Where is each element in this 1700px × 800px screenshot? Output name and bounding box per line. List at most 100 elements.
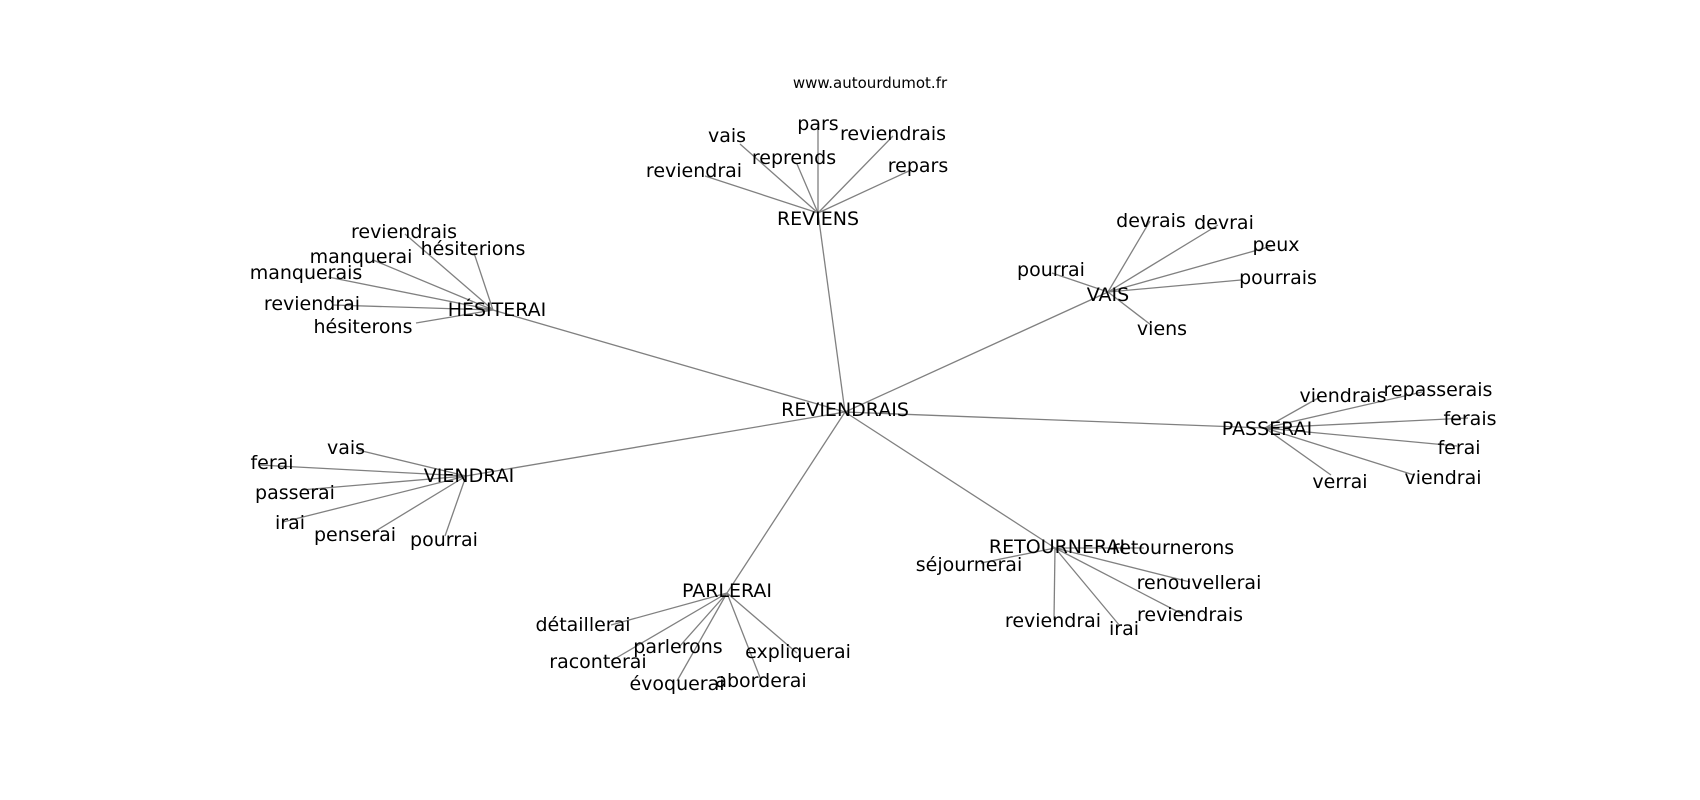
source-watermark: www.autourdumot.fr [793, 74, 948, 92]
leaf-node-passerai-0: viendrais [1300, 385, 1387, 407]
leaf-node-viendrai-1: ferai [250, 452, 293, 474]
hub-node-retournerai: RETOURNERAI [989, 536, 1125, 558]
edge-center-retournerai [844, 411, 1056, 549]
edge-parlerai-leaf-5 [726, 592, 762, 681]
edge-reviens-leaf-4 [704, 175, 819, 214]
hub-node-viendrai: VIENDRAI [424, 465, 514, 487]
leaf-node-hesiterai-2: manquerai [310, 246, 413, 268]
edge-parlerai-leaf-2 [726, 592, 798, 654]
leaf-node-reviens-2: reviendrais [840, 123, 946, 145]
leaf-node-viendrai-5: pourrai [410, 529, 478, 551]
edge-vais-leaf-2 [1107, 245, 1273, 293]
leaf-node-parlerai-0: détaillerai [535, 614, 630, 636]
edge-hesiterai-leaf-2 [372, 259, 494, 311]
edge-hesiterai-leaf-5 [415, 309, 494, 324]
hub-node-hesiterai: HÉSITERAI [448, 298, 547, 321]
leaf-node-passerai-3: ferai [1437, 437, 1480, 459]
edge-hesiterai-leaf-1 [473, 252, 494, 311]
leaf-node-vais-2: peux [1252, 234, 1299, 256]
leaf-node-viendrai-3: irai [275, 512, 305, 534]
edge-passerai-leaf-0 [1264, 396, 1321, 429]
leaf-node-parlerai-3: raconterai [549, 651, 646, 673]
leaf-node-retournerai-1: séjournerai [916, 554, 1022, 576]
edge-passerai-leaf-3 [1264, 427, 1458, 447]
edge-reviens-leaf-5 [817, 169, 912, 214]
edge-center-hesiterai [492, 309, 846, 413]
edge-parlerai-leaf-1 [678, 592, 728, 648]
edge-center-reviens [817, 212, 846, 413]
edge-passerai-leaf-1 [1264, 391, 1423, 429]
edges-layer [258, 124, 1469, 682]
edge-vais-leaf-5 [1107, 291, 1152, 326]
leaf-node-parlerai-2: expliquerai [745, 641, 851, 663]
edge-passerai-leaf-5 [1264, 427, 1415, 476]
leaf-node-retournerai-3: reviendrai [1005, 610, 1101, 632]
leaf-node-vais-4: pourrais [1239, 267, 1317, 289]
leaf-node-parlerai-4: évoquerai [629, 673, 724, 695]
leaf-node-vais-5: viens [1137, 318, 1187, 340]
leaf-node-reviens-0: vais [708, 125, 746, 147]
edge-center-vais [844, 291, 1109, 413]
leaf-node-retournerai-2: renouvellerai [1137, 572, 1262, 594]
edge-viendrai-leaf-4 [373, 475, 467, 533]
leaf-node-retournerai-5: reviendrais [1137, 604, 1243, 626]
leaf-node-vais-3: pourrai [1017, 259, 1085, 281]
leaf-node-viendrai-0: vais [327, 437, 365, 459]
center-node-label: REVIENDRAIS [781, 399, 909, 421]
leaf-node-hesiterai-0: reviendrais [351, 221, 457, 243]
edge-viendrai-leaf-5 [444, 475, 467, 537]
edge-passerai-leaf-2 [1264, 417, 1469, 429]
leaf-node-reviens-5: repars [888, 155, 949, 177]
edge-reviens-leaf-0 [739, 143, 819, 214]
edge-reviens-leaf-2 [817, 135, 894, 214]
leaf-node-reviens-1: pars [797, 113, 838, 135]
edge-viendrai-leaf-3 [282, 475, 467, 523]
leaf-node-passerai-2: ferais [1443, 408, 1496, 430]
edge-passerai-leaf-4 [1264, 427, 1332, 476]
edge-hesiterai-leaf-4 [331, 304, 494, 311]
edge-center-viendrai [465, 411, 846, 477]
edge-center-passerai [844, 411, 1266, 429]
leaf-node-vais-0: devrais [1116, 210, 1186, 232]
leaf-node-retournerai-0: retournerons [1112, 537, 1234, 559]
edge-vais-leaf-4 [1107, 279, 1242, 293]
leaf-node-vais-1: devrai [1194, 212, 1254, 234]
hub-node-reviens: REVIENS [777, 208, 859, 230]
leaf-node-reviens-3: reprends [752, 147, 836, 169]
edge-hesiterai-leaf-0 [404, 233, 494, 311]
leaf-node-retournerai-4: irai [1109, 618, 1139, 640]
leaf-node-parlerai-5: aborderai [715, 670, 806, 692]
hub-node-vais: VAIS [1087, 284, 1129, 306]
hub-node-passerai: PASSERAI [1222, 418, 1312, 440]
edge-hesiterai-leaf-3 [327, 276, 494, 311]
leaf-node-passerai-5: viendrai [1404, 467, 1481, 489]
leaf-node-viendrai-2: passerai [255, 482, 335, 504]
edge-parlerai-leaf-0 [610, 592, 728, 626]
leaf-node-hesiterai-3: manquerais [250, 262, 363, 284]
leaf-node-hesiterai-4: reviendrai [264, 293, 360, 315]
leaf-node-passerai-4: verrai [1312, 471, 1367, 493]
edge-retournerai-leaf-4 [1054, 547, 1121, 627]
edge-center-parlerai [726, 411, 846, 594]
hub-node-parlerai: PARLERAI [682, 580, 772, 602]
leaf-node-passerai-1: repasserais [1384, 379, 1493, 401]
edge-viendrai-leaf-0 [357, 449, 467, 477]
edge-parlerai-leaf-3 [610, 592, 728, 662]
edge-retournerai-leaf-1 [980, 547, 1056, 564]
leaf-node-viendrai-4: penserai [314, 524, 396, 546]
leaf-node-hesiterai-1: hésiterions [421, 238, 526, 260]
edge-retournerai-leaf-3 [1053, 547, 1056, 621]
edge-vais-leaf-1 [1107, 224, 1219, 293]
edge-reviens-leaf-3 [796, 163, 819, 214]
leaf-node-hesiterai-5: hésiterons [313, 316, 412, 338]
edge-retournerai-leaf-2 [1054, 547, 1191, 583]
edge-viendrai-leaf-2 [300, 475, 467, 491]
leaf-node-parlerai-1: parlerons [633, 636, 722, 658]
edge-retournerai-leaf-5 [1054, 547, 1187, 617]
edge-vais-leaf-0 [1107, 220, 1151, 293]
edge-viendrai-leaf-1 [258, 464, 467, 477]
edge-parlerai-leaf-4 [676, 592, 728, 682]
leaf-node-reviens-4: reviendrai [646, 160, 742, 182]
